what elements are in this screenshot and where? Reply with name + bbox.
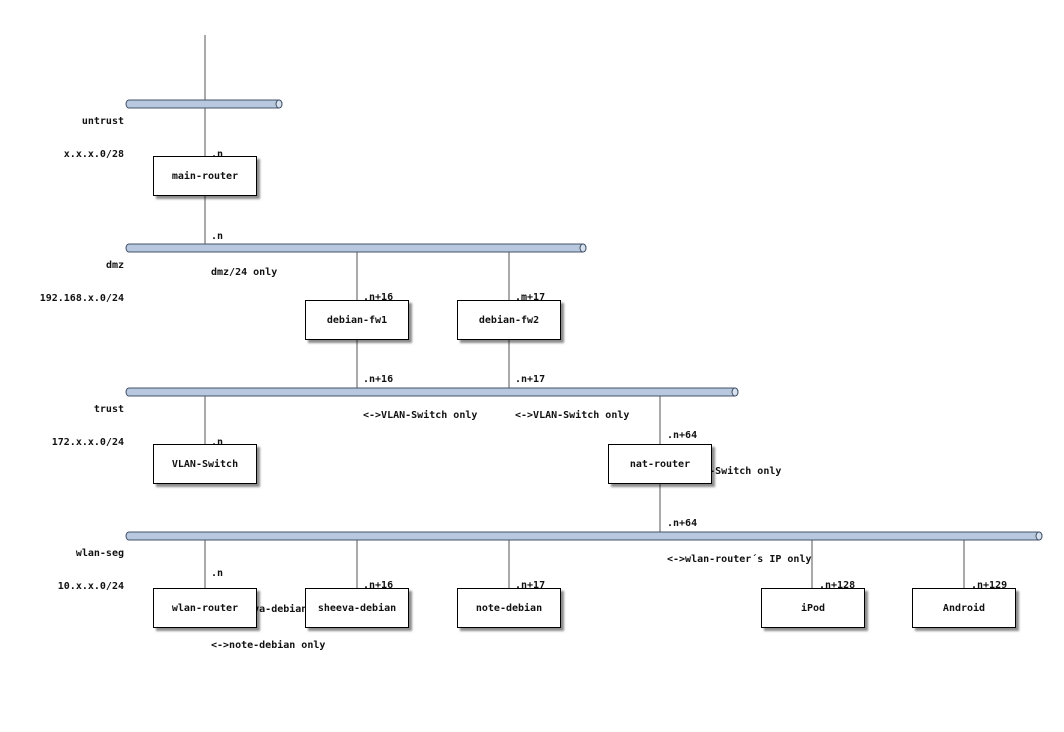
link-line: <->VLAN-Switch only	[515, 410, 630, 421]
node-wlan-router[interactable]: wlan-router	[153, 588, 257, 628]
link-label-fw2-trust: .n+17 <->VLAN-Switch only	[515, 350, 629, 446]
wlan-seg-bus[interactable]	[125, 531, 1043, 541]
link-label-main-untrust: .n	[211, 125, 235, 185]
link-label-ipod: .n+128	[819, 556, 855, 616]
link-label-fw2-dmz: .m+17	[515, 268, 545, 328]
link-line: <->wlan-router´s IP only	[667, 554, 812, 565]
link-line: .n+17	[515, 374, 546, 385]
trust-network-label: trust 172.x.x.0/24	[52, 382, 124, 470]
link-label-fw1-trust: .n+16 <->VLAN-Switch only	[363, 350, 477, 446]
link-label-main-dmz: .n dmz/24 only	[211, 207, 277, 303]
link-label-vlan-trust: .n	[211, 413, 235, 473]
link-line: .n+16	[363, 292, 394, 303]
untrust-bus[interactable]	[125, 99, 283, 109]
link-label-nat-wlan: .n+64 <->wlan-router´s IP only	[667, 494, 812, 590]
link-label-android: .n+129	[971, 556, 1007, 616]
node-android[interactable]: Android	[912, 588, 1016, 628]
node-debian-fw2[interactable]: debian-fw2	[457, 300, 561, 340]
trust-address: 172.x.x.0/24	[51, 437, 124, 448]
link-line: .n+17	[515, 580, 546, 591]
node-sheeva-debian[interactable]: sheeva-debian	[305, 588, 409, 628]
dmz-name: dmz	[105, 260, 124, 271]
link-line: .n+128	[819, 580, 856, 591]
link-label-sheeva: .n+16	[363, 556, 393, 616]
link-line: .n+16	[363, 374, 394, 385]
untrust-address: x.x.x.0/28	[63, 149, 124, 160]
link-line: .n+64	[667, 518, 698, 529]
dmz-address: 192.168.x.0/24	[39, 293, 124, 304]
link-line: .n+16	[363, 580, 394, 591]
link-line: .m+17	[515, 292, 546, 303]
trust-name: trust	[93, 404, 124, 415]
node-main-router[interactable]: main-router	[153, 156, 257, 196]
link-line: <->note-debian only	[211, 640, 326, 651]
node-vlan-switch[interactable]: VLAN-Switch	[153, 444, 257, 484]
link-line: .n	[211, 149, 224, 160]
node-note-debian[interactable]: note-debian	[457, 588, 561, 628]
link-label-note: .n+17	[515, 556, 545, 616]
untrust-network-label: untrust x.x.x.0/28	[64, 94, 124, 182]
dmz-network-label: dmz 192.168.x.0/24	[40, 238, 124, 326]
wlan-seg-network-label: wlan-seg 10.x.x.0/24	[58, 526, 124, 614]
link-line: .n+129	[971, 580, 1008, 591]
link-line: .n	[211, 568, 224, 579]
link-label-fw1-dmz: .n+16	[363, 268, 393, 328]
link-line: .n	[211, 437, 224, 448]
untrust-name: untrust	[81, 116, 124, 127]
wlan-seg-name: wlan-seg	[75, 548, 124, 559]
link-line: .n+64	[667, 430, 698, 441]
node-debian-fw1[interactable]: debian-fw1	[305, 300, 409, 340]
node-nat-router[interactable]: nat-router	[608, 444, 712, 484]
dmz-bus[interactable]	[125, 243, 587, 253]
link-line: <->VLAN-Switch only	[363, 410, 478, 421]
link-line: dmz/24 only	[211, 267, 278, 278]
trust-bus[interactable]	[125, 387, 739, 397]
node-ipod[interactable]: iPod	[761, 588, 865, 628]
wlan-seg-address: 10.x.x.0/24	[57, 581, 124, 592]
link-line: .n	[211, 231, 224, 242]
